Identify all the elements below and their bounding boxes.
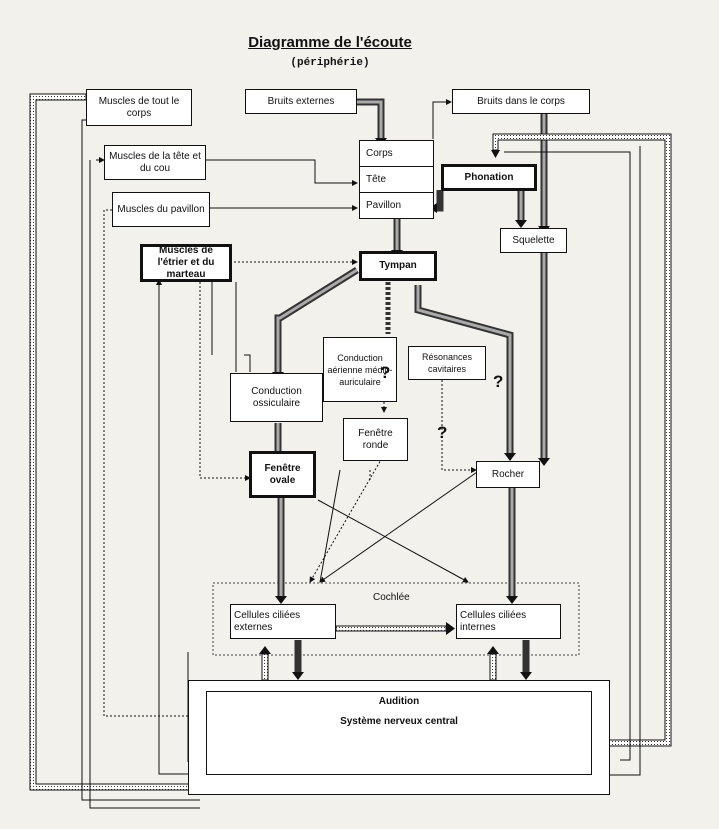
cochlee-boundary xyxy=(212,582,580,656)
node-corps: Corps xyxy=(359,140,434,167)
node-muscles-tete-cou: Muscles de la tête et du cou xyxy=(104,145,206,180)
node-fenetre-ronde: Fenêtre ronde xyxy=(343,418,408,461)
node-cellules-externes: Cellules ciliées externes xyxy=(230,604,336,639)
node-bruits-externes: Bruits externes xyxy=(245,89,357,114)
question-mark-conduction-aerienne: ? xyxy=(380,363,391,382)
label-snc: Système nerveux central xyxy=(340,716,458,727)
node-resonances: Résonances cavitaires xyxy=(408,346,486,380)
diagram-subtitle: (périphérie) xyxy=(290,57,370,69)
node-muscles-etrier: Muscles de l'étrier et du marteau xyxy=(140,244,232,282)
node-conduction-aerienne: Conduction aérienne médio-auriculaire xyxy=(323,337,397,402)
node-conduction-ossiculaire: Conduction ossiculaire xyxy=(230,373,323,422)
node-muscles-corps: Muscles de tout le corps xyxy=(86,89,192,126)
node-fenetre-ovale: Fenêtre ovale xyxy=(249,451,316,498)
question-mark-fenetre: ? xyxy=(437,423,448,442)
node-cellules-internes: Cellules ciliées internes xyxy=(456,604,561,639)
node-phonation: Phonation xyxy=(441,164,537,191)
node-bruits-corps: Bruits dans le corps xyxy=(452,89,590,114)
node-squelette: Squelette xyxy=(500,228,567,253)
node-pavillon: Pavillon xyxy=(359,192,434,219)
label-audition: Audition xyxy=(378,696,420,707)
diagram-title: Diagramme de l'écoute xyxy=(248,34,412,51)
node-tympan: Tympan xyxy=(359,251,437,281)
node-audition: Audition Système nerveux central xyxy=(206,691,592,775)
label-cochlee: Cochlée xyxy=(373,592,410,603)
node-tete: Tête xyxy=(359,166,434,193)
node-muscles-pavillon: Muscles du pavillon xyxy=(112,192,210,227)
question-mark-resonances: ? xyxy=(493,372,504,391)
node-rocher: Rocher xyxy=(476,461,540,488)
